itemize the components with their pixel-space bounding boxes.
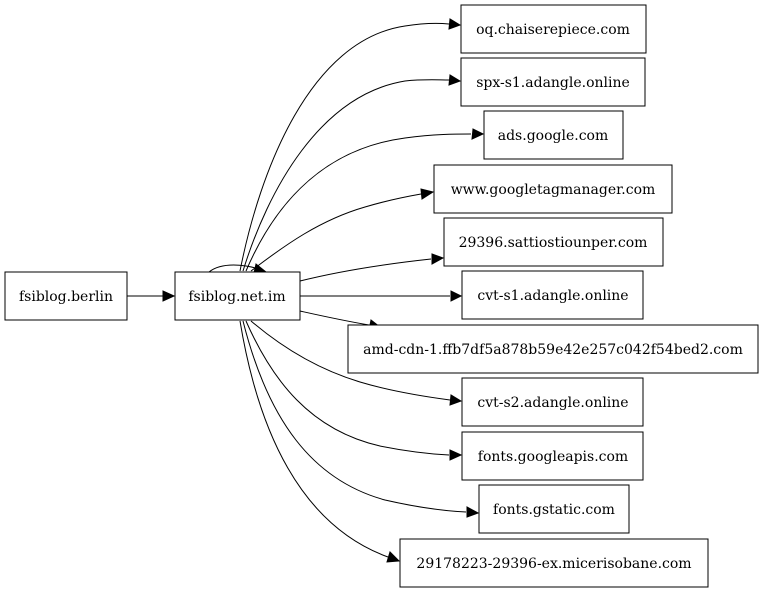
node-micerisobane[interactable]: 29178223-29396-ex.micerisobane.com xyxy=(399,538,709,588)
edge-hub-to-gstatic xyxy=(242,320,480,518)
edge-hub-to-ads xyxy=(245,128,485,272)
node-sattiostiounper[interactable]: 29396.sattiostiounper.com xyxy=(443,217,664,267)
node-cvt-s2-adangle[interactable]: cvt-s2.adangle.online xyxy=(461,377,644,427)
edge-hub-to-cvt2 xyxy=(250,320,463,406)
edge-hub-to-spx xyxy=(242,74,462,272)
edge-hub-to-gapis xyxy=(245,320,463,461)
node-ads-google[interactable]: ads.google.com xyxy=(483,110,624,160)
node-label: fonts.googleapis.com xyxy=(478,449,628,465)
node-oq-chaiserepiece[interactable]: oq.chaiserepiece.com xyxy=(460,4,647,54)
node-fonts-googleapis[interactable]: fonts.googleapis.com xyxy=(461,431,644,481)
node-label: 29396.sattiostiounper.com xyxy=(459,235,648,251)
node-fsiblog-net-im[interactable]: fsiblog.net.im xyxy=(174,271,301,321)
node-label: fonts.gstatic.com xyxy=(493,502,615,518)
edge-hub-to-oq xyxy=(239,18,462,272)
node-label: www.googletagmanager.com xyxy=(451,182,656,198)
node-cvt-s1-adangle[interactable]: cvt-s1.adangle.online xyxy=(461,270,644,320)
node-label: 29178223-29396-ex.micerisobane.com xyxy=(416,556,691,572)
node-spx-s1-adangle[interactable]: spx-s1.adangle.online xyxy=(460,57,646,107)
node-label: fsiblog.net.im xyxy=(188,289,285,305)
node-amd-cdn[interactable]: amd-cdn-1.ffb7df5a878b59e42e257c042f54be… xyxy=(347,324,759,374)
edge-hub-to-gtm xyxy=(250,188,435,272)
node-label: cvt-s1.adangle.online xyxy=(477,288,628,304)
node-googletagmanager[interactable]: www.googletagmanager.com xyxy=(433,164,673,214)
edge-berlin-to-hub xyxy=(127,290,176,302)
node-label: oq.chaiserepiece.com xyxy=(476,22,630,38)
node-fonts-gstatic[interactable]: fonts.gstatic.com xyxy=(478,484,630,534)
edge-hub-to-mic xyxy=(239,320,401,563)
edge-hub-to-cvt1 xyxy=(300,290,463,302)
node-label: cvt-s2.adangle.online xyxy=(477,395,628,411)
node-label: fsiblog.berlin xyxy=(19,289,113,305)
node-label: ads.google.com xyxy=(498,128,608,144)
edge-hub-to-satt xyxy=(299,253,445,282)
node-fsiblog-berlin[interactable]: fsiblog.berlin xyxy=(4,271,128,321)
node-label: spx-s1.adangle.online xyxy=(476,75,630,91)
node-label: amd-cdn-1.ffb7df5a878b59e42e257c042f54be… xyxy=(363,342,743,358)
